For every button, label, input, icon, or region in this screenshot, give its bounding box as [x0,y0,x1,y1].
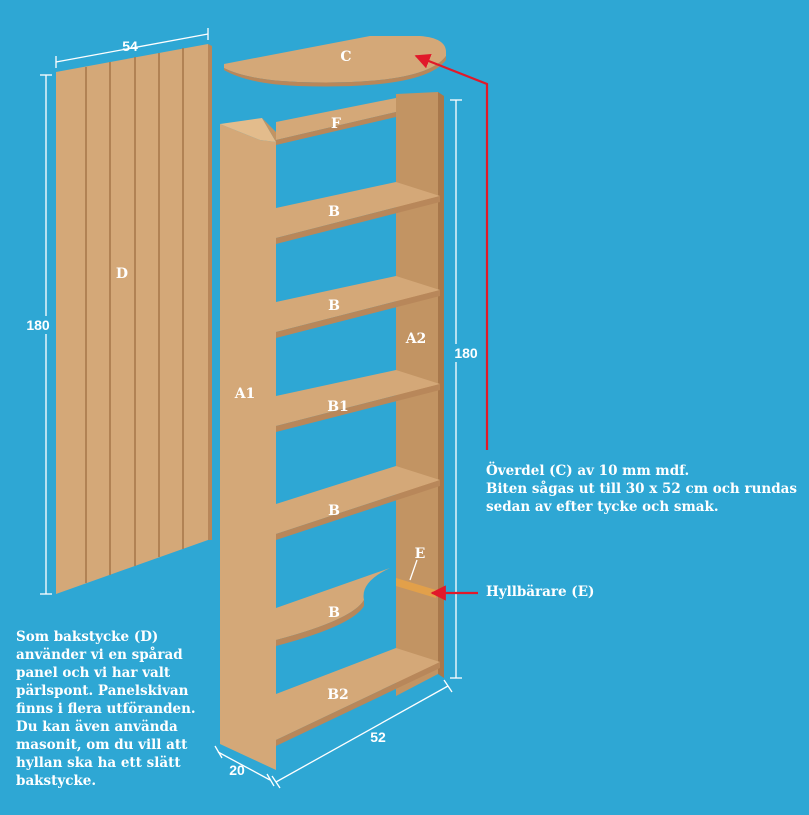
bottom-shelf: B2 [276,648,440,746]
back-width-dimension: 54 [55,28,209,68]
shelf-label: B [328,605,340,621]
top-callout-arrow [414,53,489,450]
back-panel-label: D [116,266,128,282]
left-side-panel: A1 [220,118,276,770]
back-note-line: Som bakstycke (D) [16,629,159,645]
back-note-line: pärlspont. Panelskivan [16,683,189,699]
back-note-line: Du kan även använda [16,719,178,735]
back-panel: D [56,44,212,594]
shelf-label: B [328,298,340,314]
case-width-value: 52 [370,729,386,745]
back-note-line: använder vi en spårad [16,647,183,663]
top-note: Överdel (C) av 10 mm mdf. Biten sågas ut… [486,462,797,516]
back-note-line: panel och vi har valt [16,665,171,681]
shelf: B [276,182,440,244]
case-height-value: 180 [454,345,478,361]
shelf: B [276,276,440,338]
bottom-shelf-label: B2 [327,687,349,703]
shelf-with-bracket: B [276,568,390,646]
panel-grooves [85,48,184,583]
shelves: B B B1 B B B2 [276,182,440,746]
left-side-label: A1 [234,386,256,402]
shelf-label: B [328,503,340,519]
back-note-line: hyllan ska ha ett slätt [16,755,181,771]
frieze-label: F [331,116,341,132]
back-width-value: 54 [122,38,138,54]
back-panel-note: Som bakstycke (D) använder vi en spårad … [16,628,221,790]
shelf-label: B [328,204,340,220]
shelf-label: B1 [327,399,349,415]
top-note-line: Överdel (C) av 10 mm mdf. [486,463,690,479]
top-piece: C [224,36,446,87]
bracket-label: E [415,546,426,562]
frieze-piece: F [276,98,396,145]
top-note-line: Biten sågas ut till 30 x 52 cm och runda… [486,481,797,497]
case-depth-dimension: 20 [214,745,275,787]
bracket-note: Hyllbärare (E) [486,584,595,600]
back-note-line: finns i flera utföranden. [16,701,196,717]
shelf: B [276,466,440,540]
shelf: B1 [276,370,440,432]
case-depth-value: 20 [229,762,245,778]
case-height-dimension: 180 [448,99,482,679]
back-note-line: bakstycke. [16,773,97,789]
back-height-value: 180 [26,317,50,333]
case-width-dimension: 52 [271,679,453,789]
back-height-dimension: 180 [24,74,56,595]
top-label: C [340,49,351,65]
back-note-line: masonit, om du vill att [16,737,188,753]
shelf-bracket: E [396,546,436,598]
top-note-line: sedan av efter tycke och smak. [486,499,719,515]
right-side-label: A2 [405,331,427,347]
